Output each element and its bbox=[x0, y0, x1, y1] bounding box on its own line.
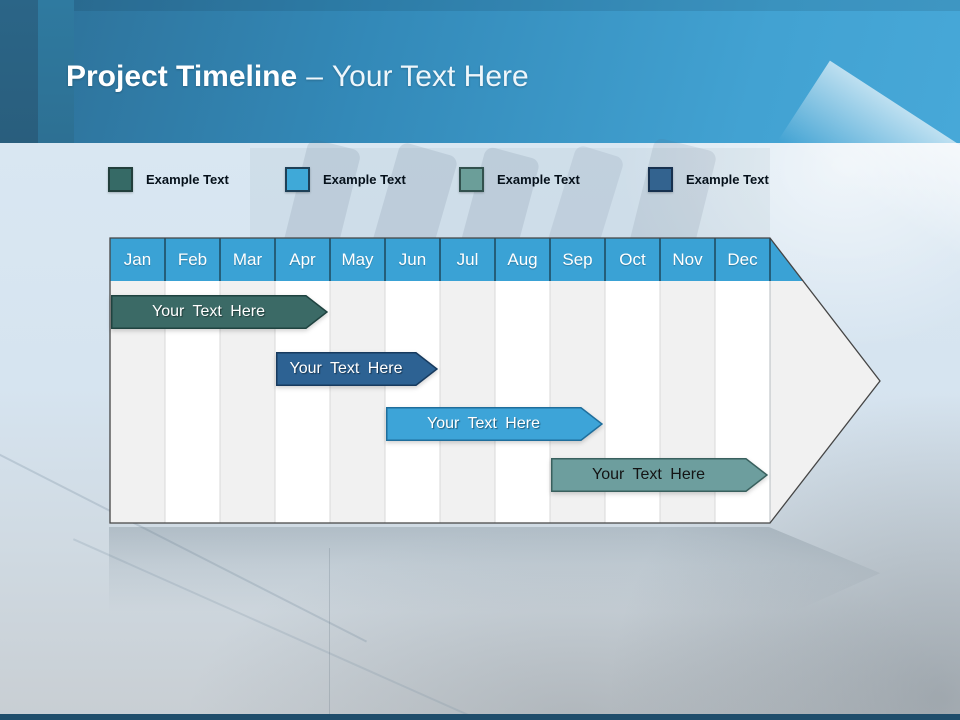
title-secondary: Your Text Here bbox=[331, 60, 529, 93]
gantt-bar: Your Text Here bbox=[111, 295, 328, 329]
chart-reflection bbox=[109, 527, 881, 623]
header-accent-stripe-light bbox=[38, 0, 74, 143]
chair-leg-line bbox=[329, 548, 330, 718]
month-cell-jul: Jul bbox=[456, 250, 479, 269]
legend-label: Example Text bbox=[686, 172, 769, 187]
month-cell-mar: Mar bbox=[232, 250, 263, 269]
legend-item: Example Text bbox=[459, 167, 580, 192]
month-cell-aug: Aug bbox=[507, 250, 538, 269]
legend-item: Example Text bbox=[108, 167, 229, 192]
gantt-bar-label: Your Text Here bbox=[289, 360, 403, 377]
legend-label: Example Text bbox=[497, 172, 580, 187]
legend-swatch bbox=[459, 167, 484, 192]
title-separator: – bbox=[306, 60, 323, 93]
legend-item: Example Text bbox=[648, 167, 769, 192]
gantt-bar: Your Text Here bbox=[276, 352, 438, 386]
gantt-bar: Your Text Here bbox=[551, 458, 768, 492]
legend-item: Example Text bbox=[285, 167, 406, 192]
header-band: Project Timeline–Your Text Here bbox=[0, 0, 960, 143]
month-cell-nov: Nov bbox=[672, 250, 703, 269]
header-accent-stripe-dark bbox=[0, 0, 38, 143]
month-cell-jan: Jan bbox=[123, 250, 152, 269]
title-primary: Project Timeline bbox=[66, 60, 298, 93]
legend-label: Example Text bbox=[323, 172, 406, 187]
legend: Example Text Example Text Example Text Exam… bbox=[0, 167, 960, 197]
month-header-row: Jan Feb Mar Apr May Jun Jul Aug Sep Oct Nov Dec bbox=[110, 238, 770, 281]
month-cell-apr: Apr bbox=[289, 250, 316, 269]
legend-swatch bbox=[648, 167, 673, 192]
month-cell-dec: Dec bbox=[727, 250, 758, 269]
month-cell-feb: Feb bbox=[177, 250, 208, 269]
month-cell-sep: Sep bbox=[562, 250, 593, 269]
month-cell-jun: Jun bbox=[398, 250, 427, 269]
month-cell-may: May bbox=[341, 250, 374, 269]
legend-label: Example Text bbox=[146, 172, 229, 187]
timeline-chart: Jan Feb Mar Apr May Jun Jul Aug Sep Oct Nov Dec You… bbox=[109, 237, 881, 524]
legend-swatch bbox=[285, 167, 310, 192]
page-title: Project Timeline–Your Text Here bbox=[66, 60, 529, 94]
gantt-bar-label: Your Text Here bbox=[592, 466, 705, 483]
bottom-accent-bar bbox=[0, 714, 960, 720]
legend-swatch bbox=[108, 167, 133, 192]
gantt-bar: Your Text Here bbox=[386, 407, 603, 441]
gantt-bar-label: Your Text Here bbox=[152, 303, 265, 320]
gantt-bar-label: Your Text Here bbox=[427, 415, 540, 432]
month-cell-oct: Oct bbox=[619, 250, 646, 269]
